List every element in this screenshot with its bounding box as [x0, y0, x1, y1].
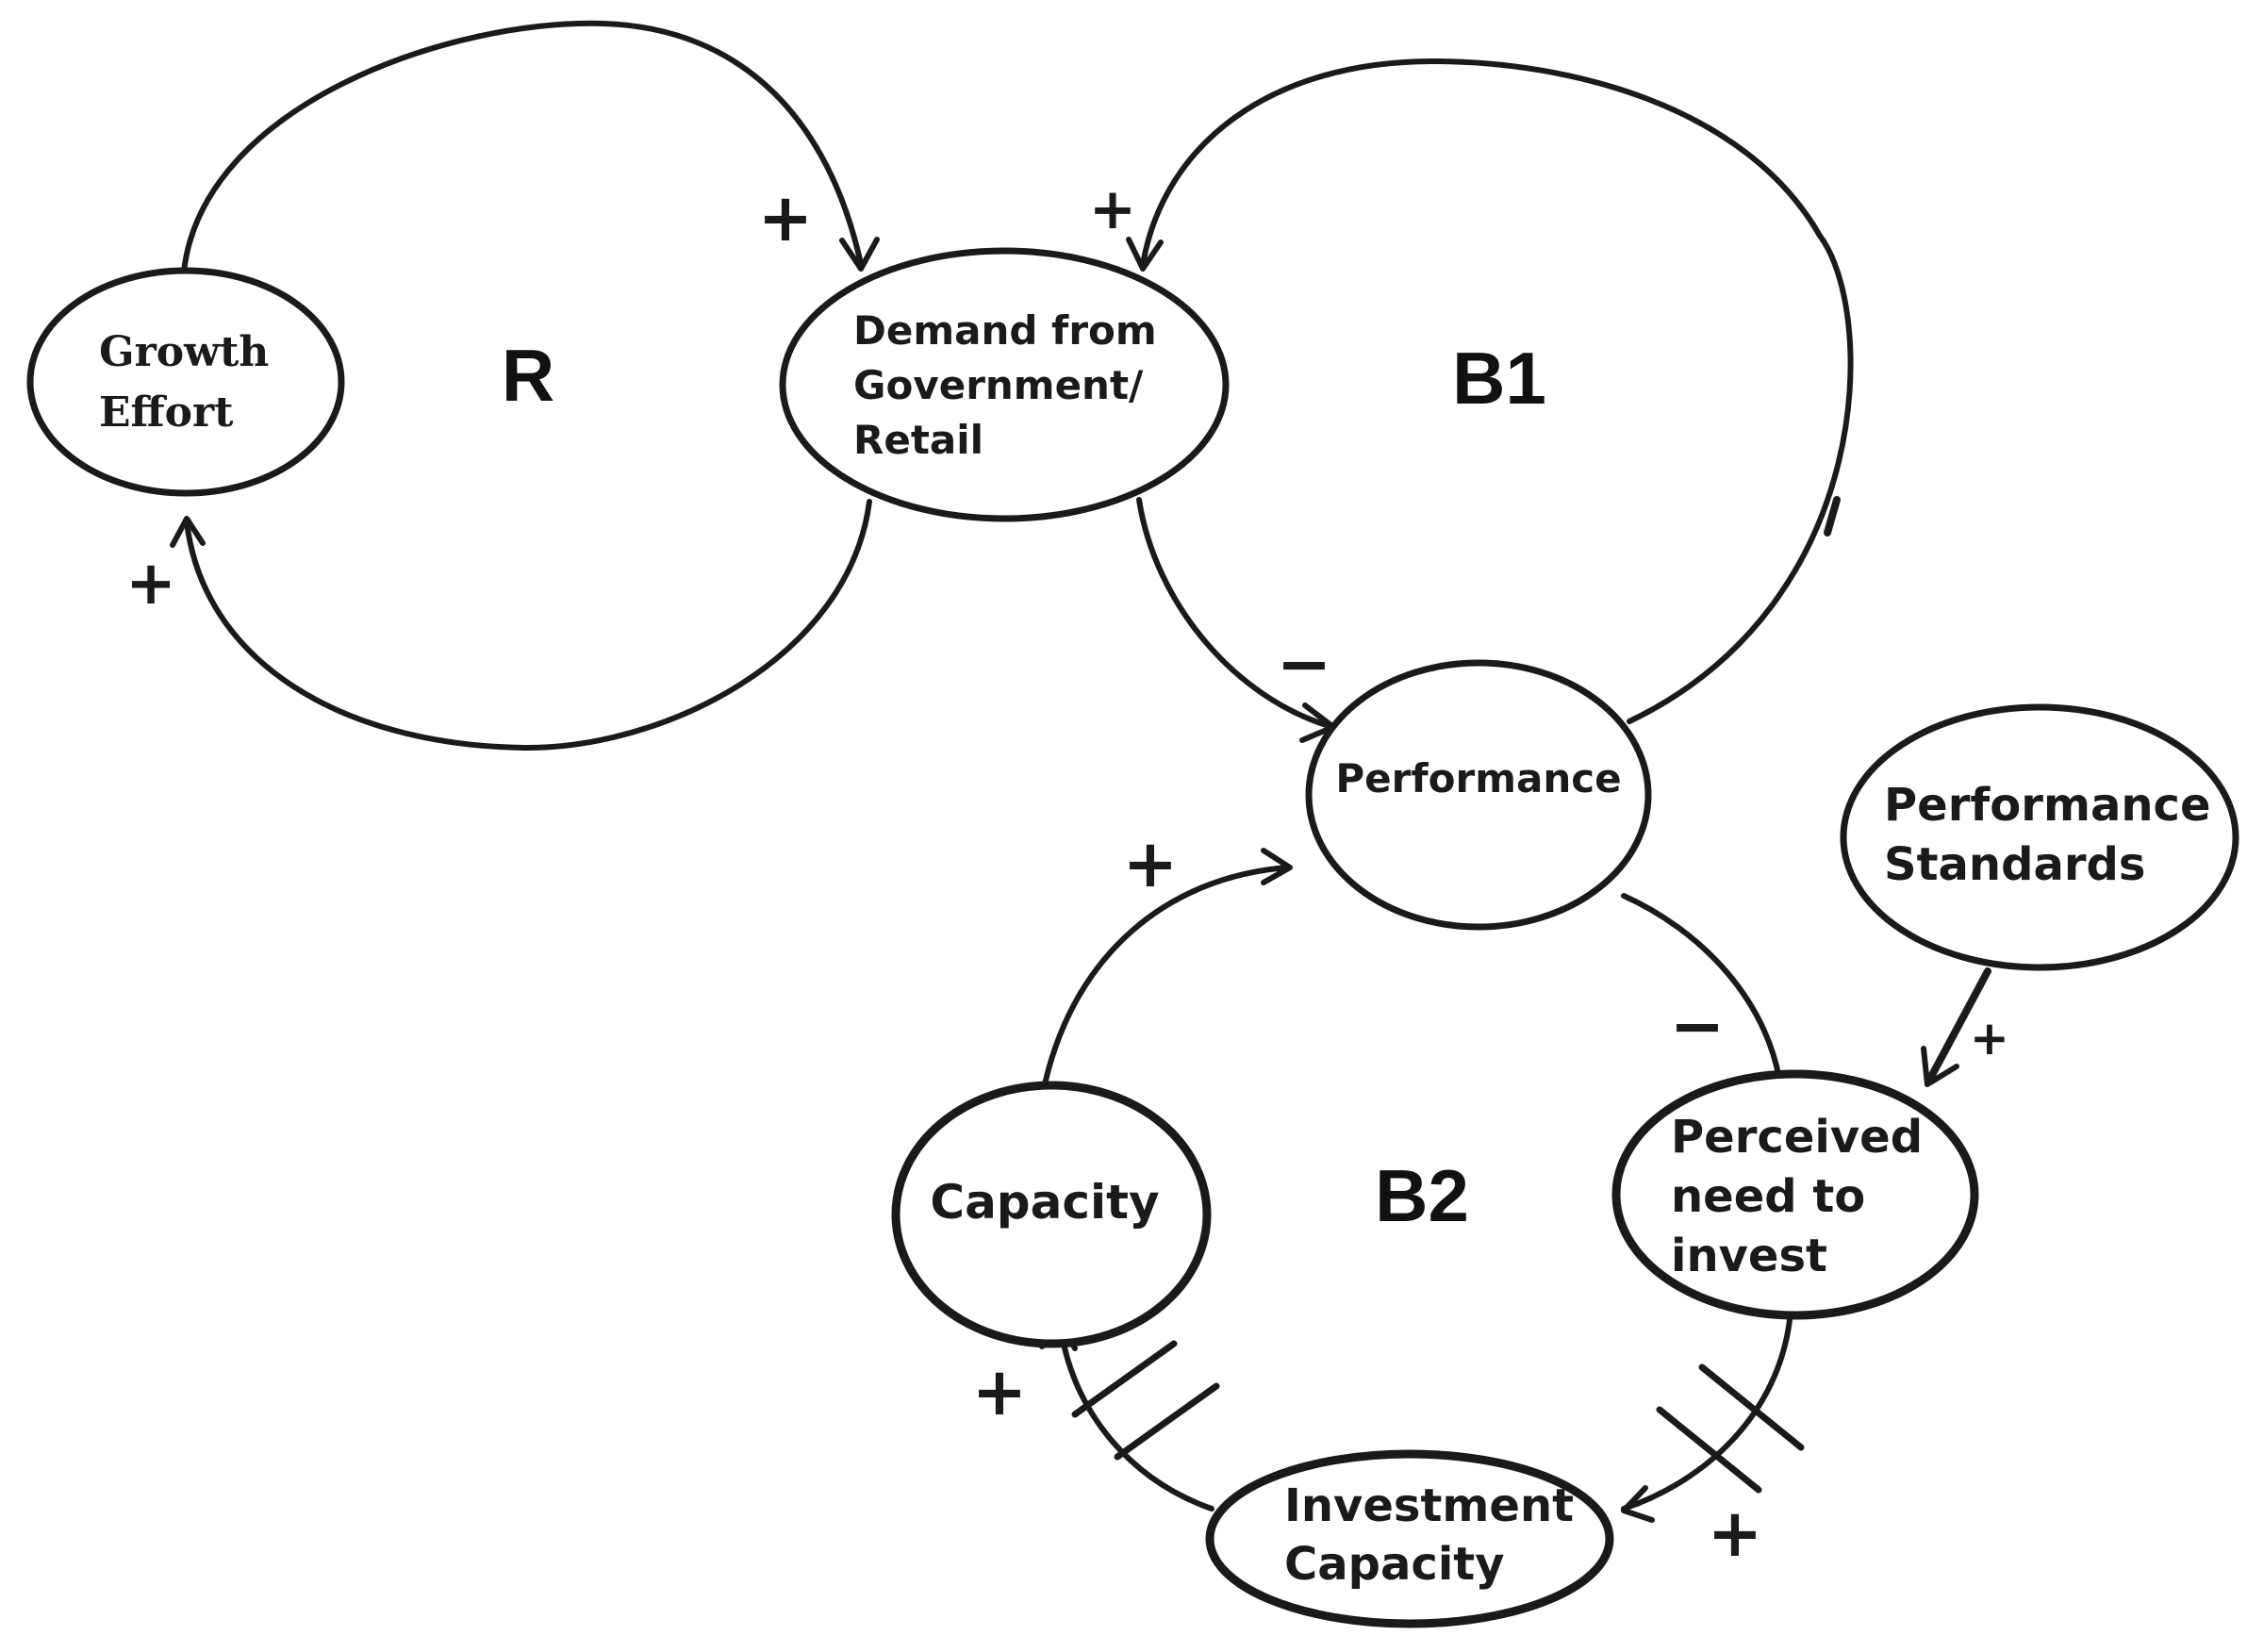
node-performance: Performance: [1305, 659, 1652, 931]
link-demand-to-growth: [170, 499, 872, 752]
polarity-need-to-investment: +: [1708, 1495, 1763, 1572]
delay-mark-investment-capacity-2: [1114, 1382, 1220, 1461]
node-performance-label: Performance: [1335, 755, 1621, 801]
link-need-to-investment: [1621, 1317, 1805, 1523]
link-performance-to-demand: [1126, 58, 1854, 724]
node-demand-label-1: Demand from: [853, 307, 1157, 354]
polarity-demand-to-growth: +: [125, 549, 176, 619]
link-standards-to-need: [1921, 967, 1991, 1087]
node-growth-effort-label-1: Growth: [99, 328, 269, 376]
delay-mark-need-investment-1: [1656, 1406, 1762, 1494]
polarity-investment-to-capacity: +: [972, 1353, 1028, 1430]
node-perceived-need-label-1: Perceived: [1671, 1111, 1923, 1164]
polarity-performance-to-need: −: [1670, 987, 1726, 1065]
polarity-growth-to-demand: +: [758, 179, 814, 256]
node-capacity-label: Capacity: [930, 1175, 1159, 1230]
node-investment-capacity-label-1: Investment: [1284, 1479, 1574, 1532]
polarity-standards-to-need: +: [1970, 1011, 2009, 1066]
polarity-demand-to-performance: −: [1277, 625, 1332, 702]
node-performance-standards-label-1: Performance: [1884, 779, 2211, 832]
node-demand-label-3: Retail: [853, 417, 983, 463]
node-perceived-need-label-3: invest: [1671, 1230, 1827, 1282]
node-demand: Demand from Government/ Retail: [779, 247, 1230, 522]
loop-label-b1: B1: [1452, 337, 1546, 420]
link-growth-to-demand: [181, 20, 880, 274]
link-capacity-to-performance: [1042, 848, 1293, 1087]
delay-mark-investment-capacity-1: [1071, 1340, 1178, 1418]
delay-mark-need-investment-2: [1698, 1363, 1805, 1451]
link-demand-to-performance: [1136, 497, 1336, 743]
loop-label-b2: B2: [1375, 1154, 1469, 1237]
node-perceived-need: Perceived need to invest: [1611, 1069, 1979, 1320]
node-growth-effort: Growth Effort: [26, 267, 345, 497]
node-performance-standards-label-2: Standards: [1884, 838, 2145, 891]
loop-label-r: R: [502, 334, 554, 417]
node-capacity: Capacity: [891, 1081, 1212, 1348]
node-growth-effort-label-2: Effort: [99, 388, 234, 437]
node-investment-capacity: Investment Capacity: [1205, 1449, 1614, 1628]
link-investment-to-capacity: [1039, 1322, 1220, 1512]
node-performance-standards: Performance Standards: [1840, 703, 2239, 971]
polarity-performance-to-demand: +: [1089, 176, 1136, 242]
node-demand-label-2: Government/: [853, 362, 1144, 408]
polarity-capacity-to-performance: +: [1123, 825, 1179, 902]
node-investment-capacity-label-2: Capacity: [1284, 1538, 1505, 1591]
node-perceived-need-label-2: need to: [1671, 1170, 1865, 1223]
